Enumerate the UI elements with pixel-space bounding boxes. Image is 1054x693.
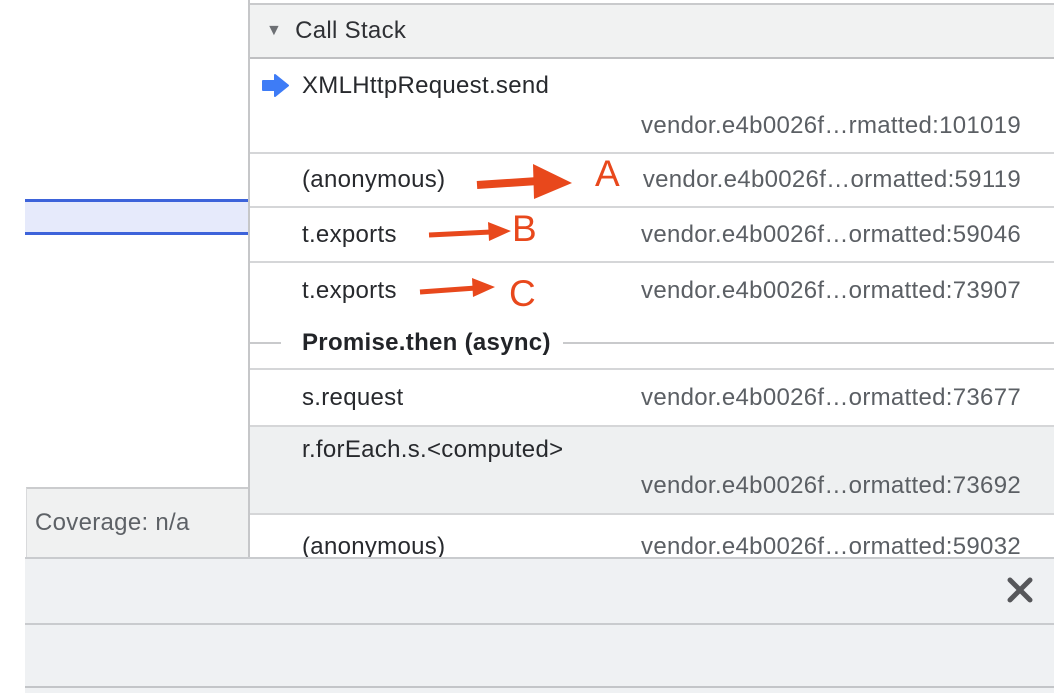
coverage-label: Coverage: n/a	[35, 509, 190, 536]
stack-frame[interactable]: s.request vendor.e4b0026f…ormatted:73677	[250, 370, 1054, 427]
frame-function-name: t.exports	[302, 276, 397, 304]
frame-function-name: t.exports	[302, 220, 397, 248]
separator-dash	[250, 342, 281, 344]
drawer-content	[25, 625, 1054, 688]
async-separator-label: Promise.then (async)	[302, 329, 551, 356]
frame-function-name: XMLHttpRequest.send	[302, 72, 550, 99]
panel-divider[interactable]	[248, 0, 250, 557]
frame-location-link[interactable]: vendor.e4b0026f…ormatted:59119	[642, 166, 1021, 193]
stack-frame[interactable]: (anonymous) vendor.e4b0026f…ormatted:591…	[250, 154, 1054, 208]
call-stack-frames-list: XMLHttpRequest.send vendor.e4b0026f…rmat…	[250, 59, 1054, 557]
frame-function-name: s.request	[302, 383, 404, 411]
stack-frame-hovered[interactable]: r.forEach.s.<computed> vendor.e4b0026f…o…	[250, 427, 1054, 515]
stack-frame[interactable]: (anonymous) vendor.e4b0026f…ormatted:590…	[250, 515, 1054, 557]
execution-pointer-icon	[262, 73, 289, 98]
call-stack-title: Call Stack	[295, 17, 407, 44]
frame-function-name: (anonymous)	[302, 166, 446, 193]
call-stack-panel: ▼ Call Stack XMLHttpRequest.send vendor.…	[250, 0, 1054, 557]
stack-frame-current[interactable]: XMLHttpRequest.send vendor.e4b0026f…rmat…	[250, 59, 1054, 154]
selected-line-highlight	[25, 199, 248, 235]
frame-location-link[interactable]: vendor.e4b0026f…ormatted:59032	[641, 533, 1021, 557]
close-icon[interactable]	[1006, 576, 1034, 604]
frame-location-link[interactable]: vendor.e4b0026f…rmatted:101019	[641, 112, 1021, 139]
collapse-triangle-icon: ▼	[266, 22, 283, 39]
bottom-drawer	[25, 557, 1054, 693]
drawer-toolbar	[25, 559, 1054, 625]
frame-function-name: (anonymous)	[302, 533, 446, 557]
call-stack-header[interactable]: ▼ Call Stack	[250, 3, 1054, 59]
coverage-status-button[interactable]: Coverage: n/a	[26, 487, 248, 557]
async-separator-row: Promise.then (async)	[250, 318, 1054, 370]
frame-function-name: r.forEach.s.<computed>	[302, 436, 564, 463]
stack-frame[interactable]: t.exports vendor.e4b0026f…ormatted:73907	[250, 263, 1054, 318]
frame-location-link[interactable]: vendor.e4b0026f…ormatted:73907	[641, 276, 1021, 304]
source-editor-area: Coverage: n/a	[0, 0, 248, 557]
separator-dash	[562, 342, 1054, 344]
frame-location-link[interactable]: vendor.e4b0026f…ormatted:59046	[641, 220, 1021, 248]
stack-frame[interactable]: t.exports vendor.e4b0026f…ormatted:59046	[250, 208, 1054, 263]
frame-location-link[interactable]: vendor.e4b0026f…ormatted:73677	[641, 383, 1021, 411]
frame-location-link[interactable]: vendor.e4b0026f…ormatted:73692	[641, 472, 1021, 499]
